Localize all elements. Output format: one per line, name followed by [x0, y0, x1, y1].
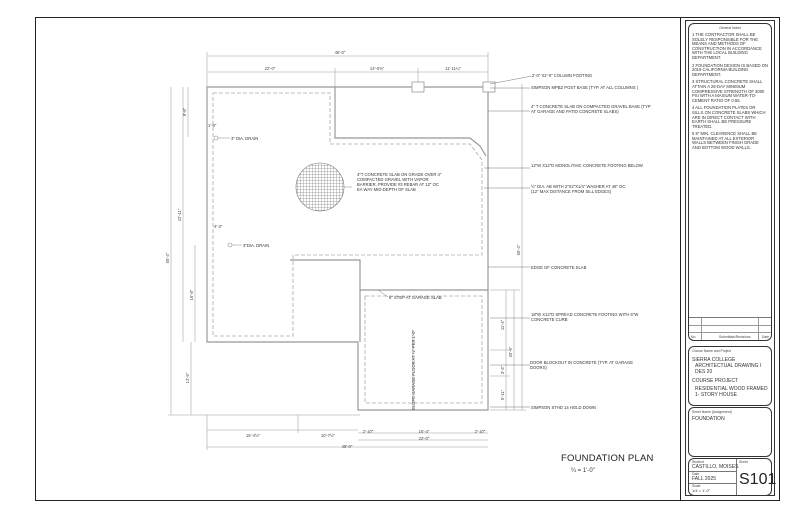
svg-text:5'-11": 5'-11"	[500, 389, 505, 400]
svg-text:2'-10": 2'-10"	[475, 429, 486, 434]
annotation-slab-patio: 4" T CONCRETE SLAB ON COMPACTED GRAVEL B…	[531, 104, 651, 114]
note-1: 1 THE CONTRACTOR SHALL BE SOLELY RESPONS…	[692, 32, 762, 60]
svg-text:14'-0¾": 14'-0¾"	[370, 66, 385, 71]
annotation-column-footing: 2'-0" x2'-0" COLUMN FOOTING	[532, 73, 593, 78]
scale-value: 1/4 = 1'-0"	[692, 488, 711, 493]
svg-text:SLOPE GARAGE FLOOR AT ⅛" PER 1: SLOPE GARAGE FLOOR AT ⅛" PER 1'-0"	[411, 330, 416, 410]
note-4: 4 ALL FOUNDATION PLATES OR SILLS ON CONC…	[692, 105, 766, 129]
drawing-scale: ¼ = 1'-0"	[571, 468, 595, 474]
student-box: Student CASTILLO, MOISES Date FALL 2025 …	[688, 458, 776, 496]
annotation-hold-down: SIMPSON STHD 14 HOLD DOWN	[531, 405, 596, 410]
svg-text:11'-4": 11'-4"	[500, 319, 505, 330]
student-name: CASTILLO, MOISES	[692, 464, 739, 470]
svg-text:22'-0": 22'-0"	[265, 66, 276, 71]
svg-text:15'-4½": 15'-4½"	[246, 433, 261, 438]
note-2: 2 FOUNDATION DESIGN IS BASED ON 2019 CAL…	[692, 62, 769, 77]
svg-text:1'-9": 1'-9"	[208, 123, 217, 128]
revisions-table: No. Submittals/Revisions Date	[689, 317, 771, 340]
general-notes-heading: General Notes	[719, 26, 741, 30]
annotation-door-blockout: DOOR BLOCKOUT IN CONCRETE (TYP. AT GARAG…	[530, 360, 633, 370]
annotation-drain-1: 3" DIA. DRAIN	[231, 136, 259, 141]
svg-text:42'-11": 42'-11"	[177, 208, 182, 221]
drawing-title: FOUNDATION PLAN	[561, 453, 654, 464]
course-box: Course Name and Project SIERRA COLLEGE A…	[688, 346, 772, 406]
annotation-post-base: SIMPSON MPBZ POST BASE (TYP. AT ALL COLU…	[531, 85, 639, 90]
svg-text:10'-7½": 10'-7½"	[321, 433, 336, 438]
sheet-name: FOUNDATION	[692, 416, 725, 422]
svg-text:48'-0": 48'-0"	[335, 50, 346, 55]
svg-text:55'-4": 55'-4"	[516, 244, 521, 255]
svg-text:11'-11¼": 11'-11¼"	[445, 66, 461, 71]
note-5: 5 8" MIN. CLEARENCE SHALL BE MAINTAINED …	[692, 131, 759, 151]
svg-text:3'-4": 3'-4"	[500, 365, 505, 374]
svg-text:4'-3": 4'-3"	[214, 224, 223, 229]
annotation-slab-main: 4"T CONCRETE SLAB ON GRADE OVER 4" COMPA…	[357, 172, 442, 192]
svg-text:12'-5": 12'-5"	[185, 372, 190, 383]
sheet-name-box: Sheet Name (Assignment) FOUNDATION	[688, 407, 772, 457]
annotation-edge-slab: EDGE OF CONCRETE SLAB	[531, 265, 587, 270]
annotation-monolithic-footing: 12"W X12"D MONOLITHIC CONCRETE FOOTING B…	[531, 163, 643, 168]
date-value: FALL 2025	[692, 476, 717, 482]
svg-text:2'-10": 2'-10"	[363, 429, 374, 434]
svg-text:55'-4": 55'-4"	[165, 252, 170, 263]
svg-text:48'-0": 48'-0"	[342, 444, 353, 449]
svg-text:22'-0": 22'-0"	[419, 436, 430, 441]
svg-text:8'-8": 8'-8"	[182, 107, 187, 116]
annotation-step: 6" STEP AT GARAGE SLAB	[389, 295, 442, 300]
drawing-sheet-border	[35, 17, 780, 501]
sheet-number: S101	[739, 471, 777, 488]
annotation-spread-footing: 18"W X12"D SPREAD CONCRETE FOOTING WITH …	[531, 312, 639, 322]
svg-text:20'-6": 20'-6"	[508, 346, 513, 357]
svg-text:16'-4": 16'-4"	[419, 429, 430, 434]
general-notes-box: General Notes 1 THE CONTRACTOR SHALL BE …	[688, 23, 772, 341]
annotation-anchor-bolt: ½" DIA. AB WITH 2"X2"X1/4" WASHER AT 48"…	[531, 184, 626, 194]
svg-text:16'-8": 16'-8"	[189, 289, 194, 300]
note-3: 3 STRUCTURAL CONCRETE SHALL ATTAIN A 28-…	[692, 79, 765, 103]
annotation-drain-2: 3"DIA. DRAIN	[243, 243, 270, 248]
title-block: General Notes 1 THE CONTRACTOR SHALL BE …	[680, 17, 780, 501]
